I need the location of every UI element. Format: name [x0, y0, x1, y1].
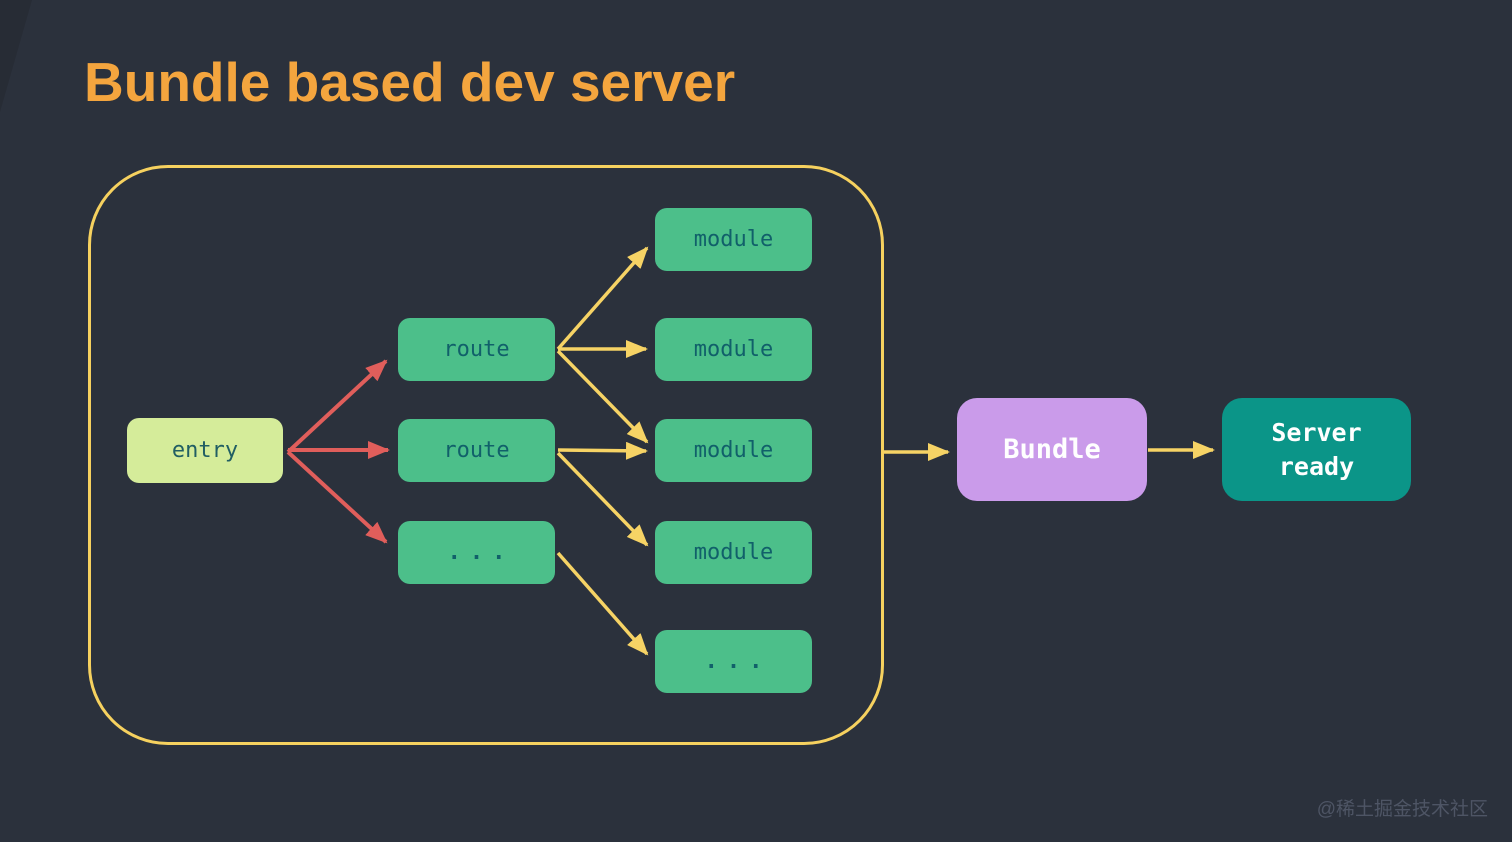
node-route-1: route [398, 318, 555, 381]
node-bundle: Bundle [957, 398, 1147, 501]
node-module-3: module [655, 419, 812, 482]
node-route-2: route [398, 419, 555, 482]
node-server-ready: Server ready [1222, 398, 1411, 501]
node-entry: entry [127, 418, 283, 483]
node-more-routes: ... [398, 521, 555, 584]
node-module-4: module [655, 521, 812, 584]
watermark: @稀土掘金技术社区 [1316, 799, 1488, 820]
node-module-1: module [655, 208, 812, 271]
bundler-boundary-outline [88, 165, 884, 745]
node-module-2: module [655, 318, 812, 381]
page-title: Bundle based dev server [84, 51, 736, 113]
node-more-modules: ... [655, 630, 812, 693]
corner-shade-decoration [0, 0, 32, 112]
